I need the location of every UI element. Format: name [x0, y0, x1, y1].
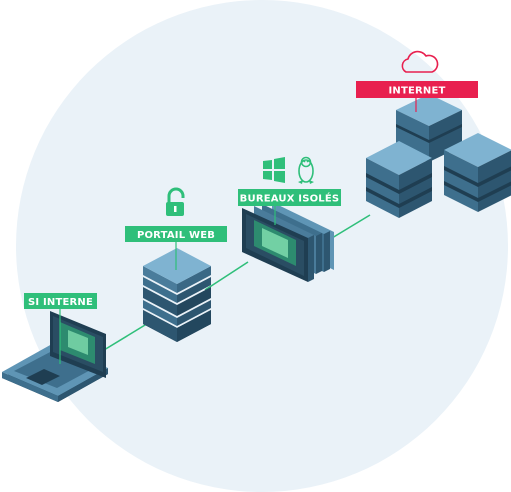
server-internet-back: [396, 94, 462, 162]
servers-internet: [366, 94, 511, 218]
label-connectors: [59, 206, 276, 364]
linux-penguin-icon: [298, 156, 314, 184]
monitors-bureaux-isoles: [242, 202, 334, 282]
server-internet-right: [444, 133, 511, 212]
laptop-si-interne: [2, 311, 108, 402]
unlocked-padlock-icon: [166, 187, 185, 216]
link-bureaux-to-internet: [331, 214, 371, 239]
label-portail-web-text: PORTAIL WEB: [137, 230, 215, 241]
server-internet-front: [366, 141, 432, 218]
connection-lines: [103, 214, 371, 351]
label-internet-text: INTERNET: [388, 86, 445, 97]
label-internet: INTERNET: [356, 81, 478, 98]
label-bureaux-isoles-text: BUREAUX ISOLÉS: [240, 192, 340, 205]
link-laptop-to-portail: [103, 321, 151, 351]
link-portail-to-bureaux: [204, 261, 249, 291]
label-bureaux-isoles: BUREAUX ISOLÉS: [238, 189, 341, 206]
label-portail-web: PORTAIL WEB: [125, 226, 227, 242]
label-si-interne: SI INTERNE: [24, 293, 97, 309]
windows-logo-icon: [263, 157, 285, 183]
server-portail-web: [143, 248, 211, 342]
label-si-interne-text: SI INTERNE: [28, 297, 93, 308]
cloud-icon: [401, 50, 439, 73]
